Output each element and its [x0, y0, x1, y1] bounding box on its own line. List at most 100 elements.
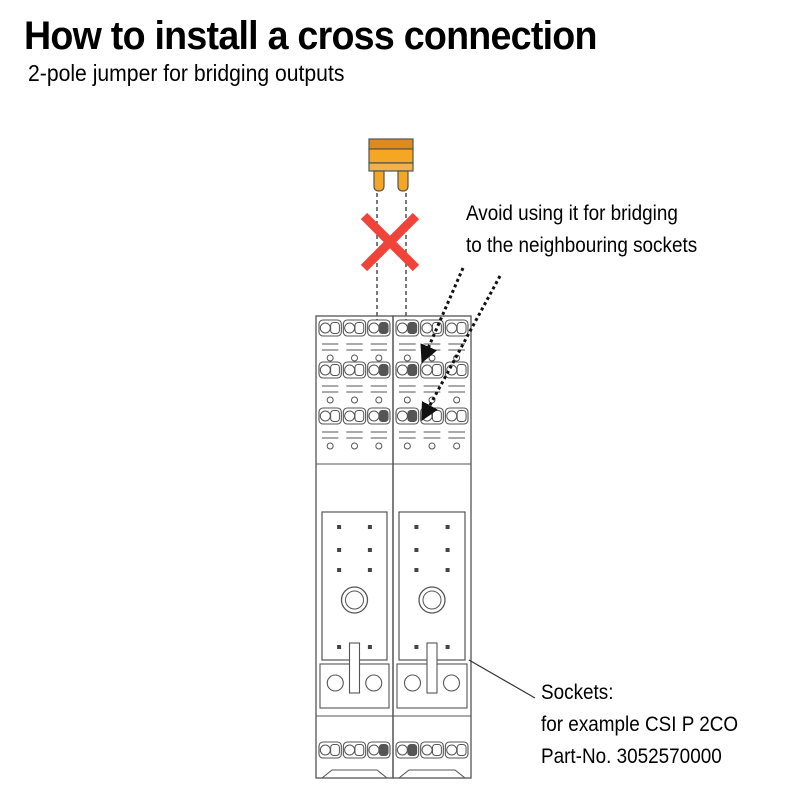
terminal-screw	[421, 322, 433, 334]
sockets-note: Sockets: for example CSI P 2CO Part-No. …	[541, 677, 738, 773]
forbidden-cross-icon	[360, 212, 420, 272]
terminal-test-point	[351, 442, 358, 450]
relay-pin	[337, 568, 342, 572]
terminal-screw	[368, 364, 380, 376]
terminal-clamp	[431, 410, 442, 422]
terminal-clamp	[431, 364, 442, 376]
terminal-bridge-highlight	[407, 364, 418, 376]
terminal-screw	[396, 364, 408, 376]
terminal-screw	[344, 410, 356, 422]
terminal-bridge-highlight	[378, 410, 389, 422]
terminal-test-point	[351, 396, 358, 404]
terminal-screw	[319, 364, 331, 376]
sockets-note-example: for example CSI P 2CO	[541, 713, 739, 736]
terminal-test-point	[453, 396, 461, 404]
bridging-arrows	[420, 267, 502, 422]
terminal-clamp	[456, 322, 467, 334]
relay-pin	[337, 645, 342, 649]
warning-note: Avoid using it for bridging to the neigh…	[466, 198, 697, 262]
terminal-contact	[448, 385, 465, 393]
terminal-clamp	[330, 410, 340, 422]
terminal-contact	[322, 431, 339, 439]
relay-pin	[337, 525, 342, 529]
terminal-test-point	[375, 354, 383, 362]
terminal-screw	[446, 744, 458, 756]
relay-pin	[445, 525, 450, 529]
terminal-clamp	[330, 744, 340, 756]
socket-clip-hole	[365, 674, 383, 692]
relay-pin	[367, 568, 372, 572]
terminal-bridge-highlight	[407, 322, 418, 334]
page-title: How to install a cross connection	[24, 14, 597, 58]
relay-coil-inner	[345, 590, 364, 610]
terminal-contact	[346, 385, 363, 393]
sockets-note-label: Sockets:	[541, 681, 614, 704]
terminal-screw	[421, 410, 433, 422]
terminal-clamp	[354, 364, 365, 376]
jumper-icon	[368, 138, 414, 192]
socket-release-lever	[348, 642, 361, 694]
socket-release-lever	[426, 642, 438, 694]
relay-pin	[414, 525, 419, 529]
relay-pin	[414, 548, 419, 552]
relay-housing	[398, 511, 466, 661]
terminal-bridge-highlight	[378, 364, 389, 376]
terminal-contact	[448, 343, 465, 351]
terminal-clamp	[330, 322, 340, 334]
terminal-bridge-highlight	[407, 410, 418, 422]
terminal-clamp	[354, 410, 365, 422]
sockets-leader-line	[468, 659, 536, 699]
relay-pin	[445, 548, 450, 552]
terminal-test-point	[403, 442, 411, 450]
terminal-clamp	[354, 322, 365, 334]
socket-right-frame	[392, 315, 472, 779]
terminal-contact	[322, 343, 339, 351]
terminal-screw	[421, 744, 433, 756]
relay-pin	[367, 645, 372, 649]
terminal-test-point	[326, 354, 334, 362]
warning-note-line-2: to the neighbouring sockets	[466, 234, 698, 257]
relay-pin	[367, 548, 372, 552]
terminal-clamp	[431, 744, 442, 756]
terminal-screw	[396, 744, 408, 756]
relay-pin	[367, 525, 372, 529]
terminal-contact	[423, 385, 441, 393]
terminal-screw	[368, 744, 380, 756]
terminal-screw	[319, 322, 331, 334]
terminal-clamp	[456, 364, 467, 376]
terminal-screw	[319, 410, 331, 422]
terminal-test-point	[326, 442, 334, 450]
terminal-contact	[370, 431, 387, 439]
relay-coil-inner	[422, 590, 442, 610]
terminal-screw	[446, 410, 458, 422]
terminal-contact	[399, 431, 416, 439]
relay-pin	[414, 645, 419, 649]
warning-note-line-1: Avoid using it for bridging	[466, 202, 678, 225]
terminal-contact	[322, 385, 339, 393]
socket-base	[321, 769, 388, 779]
terminal-contact	[448, 431, 465, 439]
terminal-contact	[370, 343, 387, 351]
terminal-contact	[370, 385, 387, 393]
terminal-test-point	[428, 442, 436, 450]
terminal-test-point	[351, 354, 358, 362]
socket-clip-hole	[326, 674, 344, 692]
relay-pin	[414, 568, 419, 572]
terminal-contact	[399, 343, 416, 351]
relay-pin	[445, 568, 450, 572]
terminal-screw	[368, 410, 380, 422]
relay-pin	[445, 645, 450, 649]
terminal-contact	[423, 431, 441, 439]
terminal-screw	[396, 322, 408, 334]
terminal-bridge-highlight	[378, 322, 389, 334]
relay-pin	[337, 548, 342, 552]
terminal-screw	[421, 364, 433, 376]
socket-clip-hole	[442, 674, 461, 692]
terminal-clamp	[456, 744, 467, 756]
terminal-screw	[446, 322, 458, 334]
terminal-screw	[368, 322, 380, 334]
terminal-test-point	[403, 354, 411, 362]
terminal-test-point	[375, 396, 383, 404]
terminal-screw	[344, 364, 356, 376]
